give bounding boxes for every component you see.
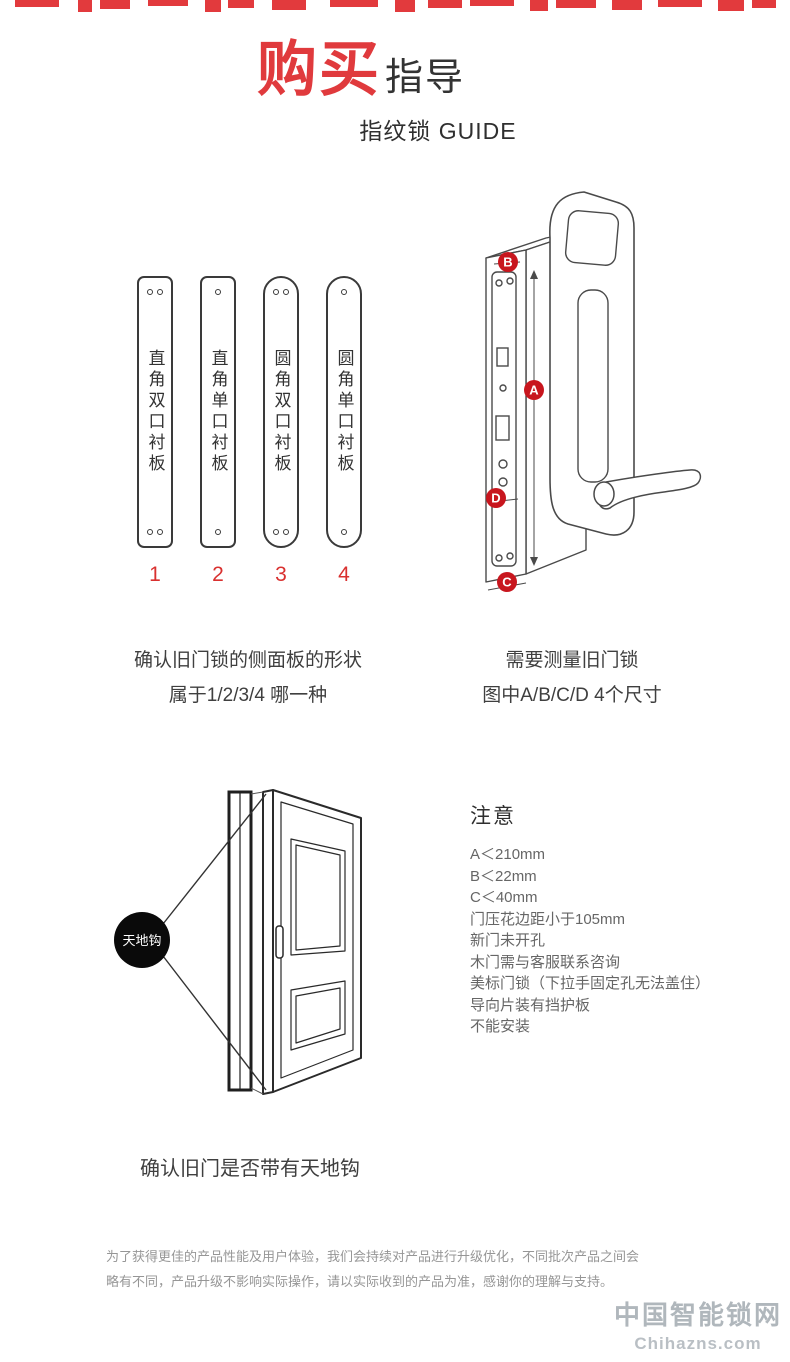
notice-item: A＜210mm [470,846,546,863]
plate-number: 1 [149,563,161,586]
notice-heading: 注意 [470,805,516,828]
notice-item: 美标门锁（下拉手固定孔无法盖住） [470,975,711,992]
notice-item: 新门未开孔 [470,932,546,949]
marker-d-label: D [491,491,500,506]
door-caption: 确认旧门是否带有天地钩 [140,1158,360,1180]
screw-holes-top [273,289,289,295]
lock-caption-line2: 图中A/B/C/D 4个尺寸 [482,685,662,706]
projection-lines [250,791,264,1095]
plates-caption-line1: 确认旧门锁的侧面板的形状 [133,650,362,671]
plate-drawing-1: 直角双口衬板 [137,276,173,548]
plate-label: 直角双口衬板 [145,349,165,475]
watermark-chinese: 中国智能锁网 [613,1300,782,1330]
site-watermark: 中国智能锁网 Chihazns.com [614,1295,782,1354]
footer-line1: 为了获得更佳的产品性能及用户体验，我们会持续对产品进行升级优化，不同批次产品之间… [106,1249,640,1264]
hook-badge [114,912,170,968]
screw-holes-top [215,289,221,295]
plate-label: 直角单口衬板 [208,349,228,475]
notice-item: 木门需与客服联系咨询 [470,953,621,971]
plate-drawing-2: 直角单口衬板 [200,276,236,548]
watermark-domain: Chihazns.com [634,1334,762,1353]
screw-holes-top [341,289,347,295]
plate-number: 4 [338,563,350,586]
notice-item: B＜22mm [470,867,537,885]
screw-holes-bottom [147,529,163,535]
lock-caption-line1: 需要测量旧门锁 [505,650,639,671]
marker-b-badge [498,252,518,272]
top-clipped-banner [15,0,776,12]
lock-body-details [564,210,620,483]
plate-drawing-3: 圆角双口衬板 [263,276,299,548]
notice-block: 注意 A＜210mm B＜22mm C＜40mm 门压花边距小于105mm 新门… [470,800,740,1038]
door-hook-diagram: 天地钩 [114,789,362,1095]
dimension-arrows [530,270,538,566]
door-panel-insets [280,801,354,1079]
page-title-dark: 指导 [384,57,465,99]
marker-d-badge [486,488,506,508]
plates-caption-line2: 属于1/2/3/4 哪一种 [168,685,328,706]
plate-drawing-4: 圆角单口衬板 [326,276,362,548]
plate-number: 2 [212,563,224,586]
footer-line2: 略有不同，产品升级不影响实际操作，请以实际收到的产品为准，感谢你的理解与支持。 [106,1274,614,1289]
screw-holes-bottom [273,529,289,535]
screw-holes-top [147,289,163,295]
marker-c-label: C [502,575,512,590]
measure-markers: B A D C [486,252,544,592]
lock-faceplate [491,271,517,567]
notice-item: 不能安装 [470,1018,531,1035]
page-title: 购买 指导 [257,40,465,100]
footer-disclaimer: 为了获得更佳的产品性能及用户体验，我们会持续对产品进行升级优化，不同批次产品之间… [106,1244,696,1294]
page-title-red: 购买 [256,36,381,103]
notice-list: A＜210mm B＜22mm C＜40mm 门压花边距小于105mm 新门未开孔… [470,844,740,1038]
door-panel [262,789,362,1095]
lock-caption: 需要测量旧门锁 图中A/B/C/D 4个尺寸 [452,643,692,713]
plate-option-3: 圆角双口衬板 3 [263,276,299,587]
page-subtitle: 指纹锁 GUIDE [359,118,517,144]
plates-caption: 确认旧门锁的侧面板的形状 属于1/2/3/4 哪一种 [98,643,398,713]
marker-b-label: B [503,255,512,270]
screw-holes-bottom [341,529,347,535]
plate-label: 圆角双口衬板 [271,349,291,475]
marker-c-badge [497,572,517,592]
hook-pointer-lines [162,793,267,1091]
notice-item: C＜40mm [470,889,538,906]
page-header: 购买 指导 指纹锁 GUIDE [0,40,790,146]
door-frame [227,790,253,1092]
plate-label: 圆角单口衬板 [334,349,354,475]
marker-a-label: A [529,383,539,398]
lock-measurement-diagram: B A D C [485,191,702,592]
lock-body [549,191,635,536]
plate-option-1: 直角双口衬板 1 [137,276,173,587]
notice-item: 门压花边距小于105mm [470,910,626,928]
screw-holes-bottom [215,529,221,535]
marker-a-badge [524,380,544,400]
hook-badge-label: 天地钩 [122,933,161,948]
plate-option-4: 圆角单口衬板 4 [326,276,362,587]
plate-option-2: 直角单口衬板 2 [200,276,236,587]
door-handle [275,925,284,959]
liner-plates-group: 直角双口衬板 1 直角单口衬板 2 圆角双口衬板 3 圆角 [137,276,362,587]
lock-handle [593,469,702,510]
notice-item: 导向片装有挡护板 [470,996,591,1014]
plate-number: 3 [275,563,287,586]
